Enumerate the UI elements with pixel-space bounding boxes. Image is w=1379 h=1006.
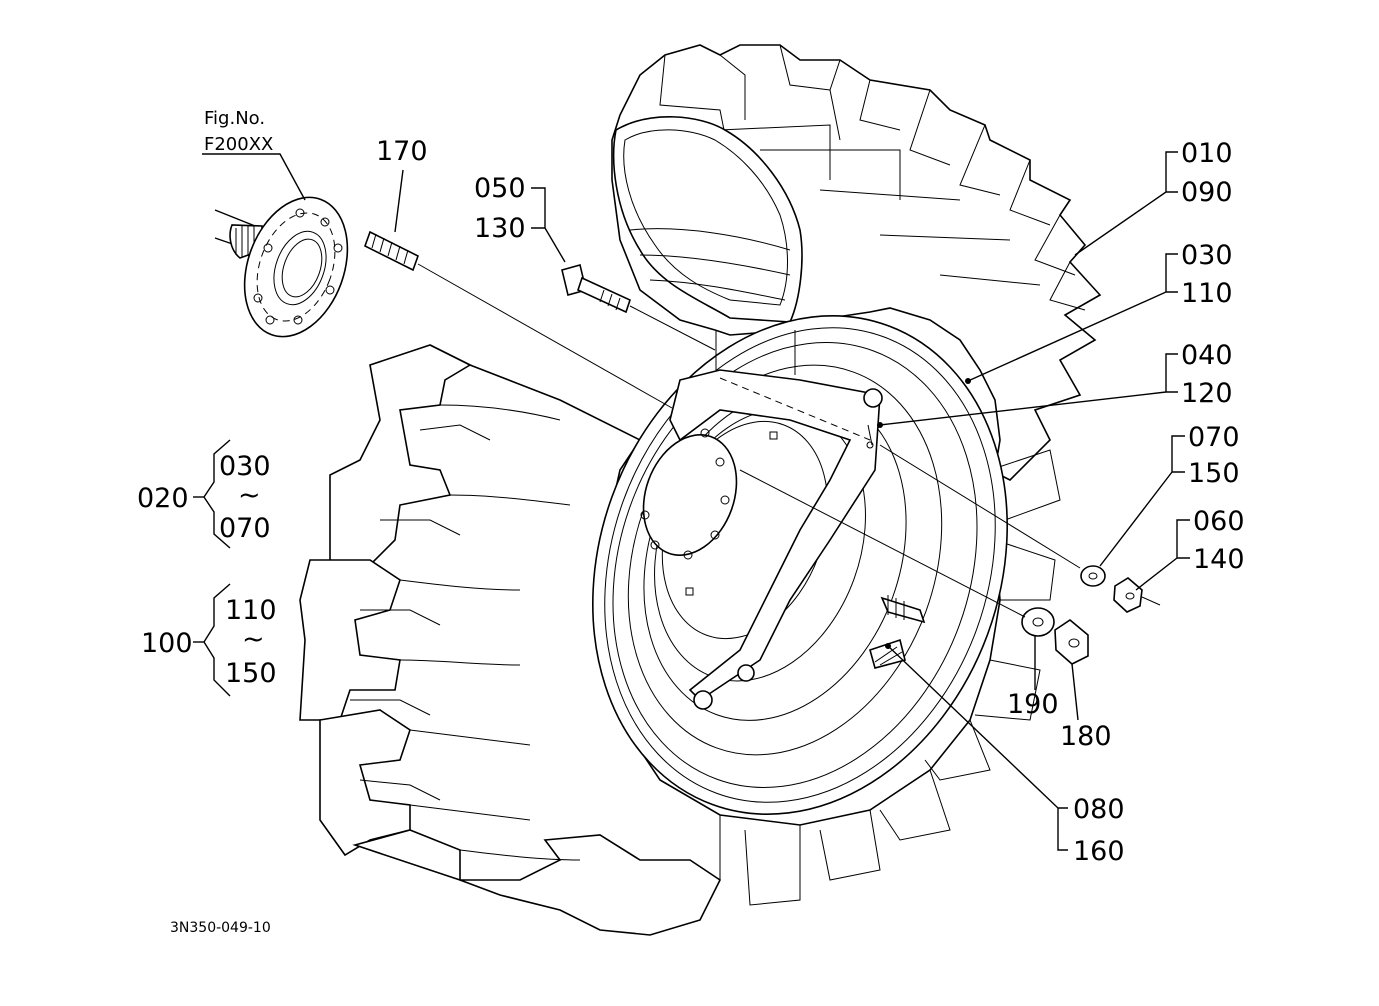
callout-160: 160 [1073, 836, 1125, 867]
callout-030: 030 [1181, 240, 1233, 271]
fig-code-label: F200XX [204, 134, 273, 155]
stud-bolt-drawing [364, 230, 419, 272]
hardware-drawing [1021, 565, 1143, 665]
callout-090: 090 [1181, 177, 1233, 208]
callout-140: 140 [1193, 544, 1245, 575]
group-100-tilde: ~ [242, 624, 265, 655]
drawing-code: 3N350-049-10 [170, 920, 271, 936]
callout-060: 060 [1193, 506, 1245, 537]
callout-110: 110 [1181, 278, 1233, 309]
group-020-from: 030 [219, 451, 271, 482]
callout-130: 130 [474, 213, 526, 244]
group-100-label: 100 [141, 628, 193, 659]
callout-070: 070 [1188, 422, 1240, 453]
group-100-from: 110 [225, 595, 277, 626]
group-020-tilde: ~ [238, 480, 261, 511]
group-braces [193, 439, 231, 697]
group-100-to: 150 [225, 658, 277, 689]
wheel-rim-drawing [592, 315, 1008, 815]
callout-170: 170 [376, 136, 428, 167]
callout-190: 190 [1007, 689, 1059, 720]
fig-no-label: Fig.No. [204, 108, 265, 129]
callout-180: 180 [1060, 721, 1112, 752]
callout-040: 040 [1181, 340, 1233, 371]
hex-bolt-drawing [561, 264, 631, 314]
callout-010: 010 [1181, 138, 1233, 169]
leader-lines [202, 151, 1190, 851]
callout-050: 050 [474, 173, 526, 204]
callout-120: 120 [1181, 378, 1233, 409]
group-020-to: 070 [219, 513, 271, 544]
callout-150: 150 [1188, 458, 1240, 489]
labels: Fig.No. F200XX 3N350-049-10 170 050 130 … [137, 108, 1245, 936]
axle-flange-drawing [214, 196, 349, 338]
callout-080: 080 [1073, 794, 1125, 825]
group-020-label: 020 [137, 483, 189, 514]
